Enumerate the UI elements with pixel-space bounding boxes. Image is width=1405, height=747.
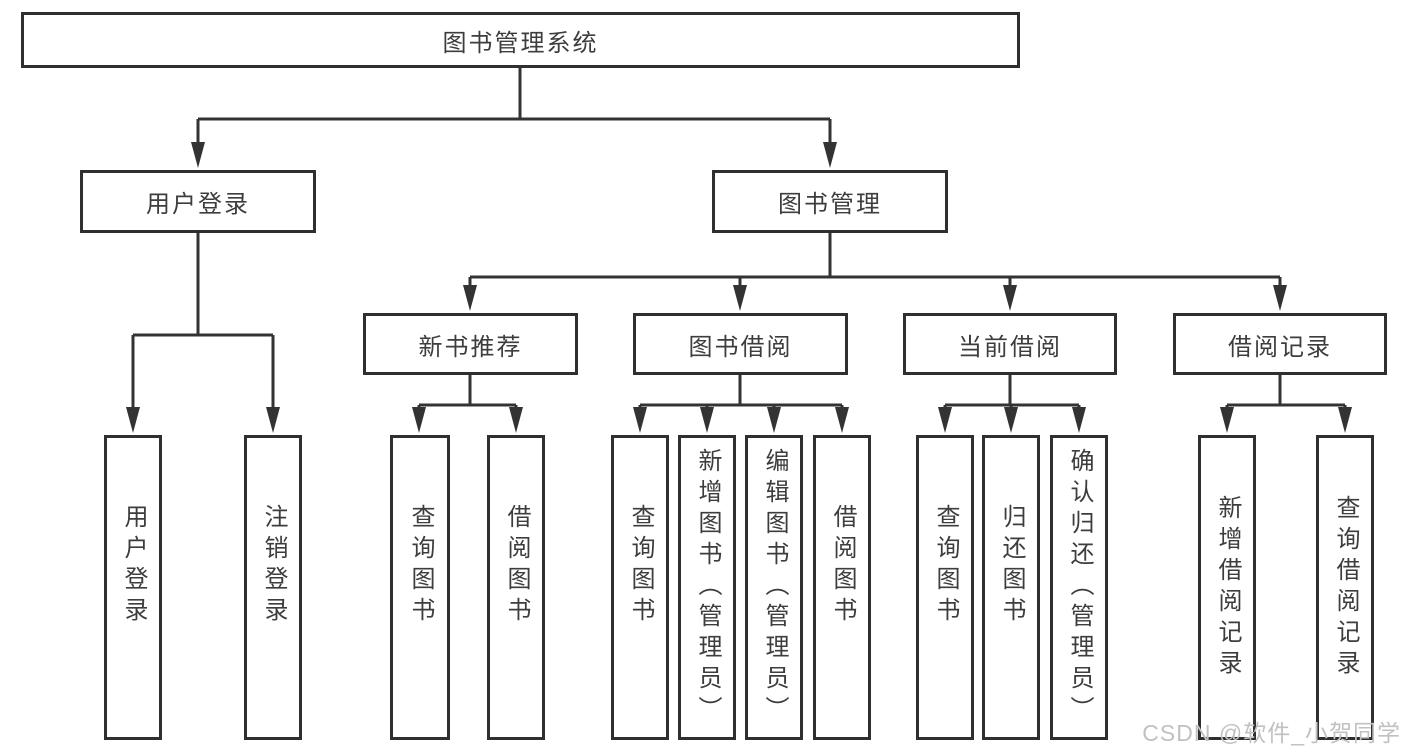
leaf-query-borrow-record: 查询借阅记录 — [1316, 435, 1374, 740]
node-label: 新书推荐 — [418, 333, 523, 361]
node-label: 确认归还（管理员） — [1066, 448, 1093, 727]
node-user-login: 用户登录 — [80, 170, 316, 233]
node-label: 注销登录 — [260, 503, 287, 628]
node-label: 新增借阅记录 — [1214, 494, 1241, 681]
node-label: 查询借阅记录 — [1332, 494, 1359, 681]
node-new-book-recommend: 新书推荐 — [363, 313, 578, 375]
leaf-add-books-admin: 新增图书（管理员） — [678, 435, 736, 740]
node-borrowing-records: 借阅记录 — [1173, 313, 1387, 375]
leaf-query-books-recommend: 查询图书 — [390, 435, 450, 740]
node-library-management-system: 图书管理系统 — [21, 12, 1020, 68]
leaf-confirm-return-admin: 确认归还（管理员） — [1050, 435, 1108, 740]
leaf-logout: 注销登录 — [244, 435, 302, 740]
node-label: 查询图书 — [407, 503, 434, 628]
node-label: 查询图书 — [627, 503, 654, 628]
leaf-query-books-current: 查询图书 — [916, 435, 974, 740]
node-label: 用户登录 — [146, 191, 250, 218]
node-label: 借阅图书 — [503, 503, 530, 628]
node-label: 新增图书（管理员） — [694, 448, 721, 727]
leaf-edit-books-admin: 编辑图书（管理员） — [745, 435, 803, 740]
connector-newbook-to-leaves — [417, 374, 518, 409]
leaf-user-login: 用户登录 — [104, 435, 162, 740]
connector-root-to-level2 — [196, 67, 832, 144]
node-label: 图书管理 — [778, 191, 882, 218]
connector-userlogin-to-leaves — [131, 232, 275, 409]
leaf-borrow-books: 借阅图书 — [813, 435, 871, 740]
node-label: 图书管理系统 — [442, 29, 599, 57]
node-label: 借阅记录 — [1228, 333, 1332, 361]
connector-bookmgmt-to-level3 — [468, 232, 1282, 287]
connector-bookborrow-to-leaves — [638, 374, 844, 409]
node-label: 当前借阅 — [958, 333, 1062, 361]
node-book-borrowing: 图书借阅 — [633, 313, 848, 375]
node-current-borrowing: 当前借阅 — [903, 313, 1117, 375]
connector-borrowrecord-to-leaves — [1225, 374, 1347, 409]
leaf-add-borrow-record: 新增借阅记录 — [1198, 435, 1256, 740]
leaf-query-books-borrow: 查询图书 — [611, 435, 669, 740]
arrowheads — [126, 142, 1352, 433]
leaf-return-books: 归还图书 — [982, 435, 1040, 740]
watermark: CSDN @软件_小贺同学 — [1142, 720, 1401, 746]
node-label: 查询图书 — [932, 503, 959, 628]
connector-currentborrow-to-leaves — [943, 374, 1081, 409]
node-label: 编辑图书（管理员） — [761, 448, 788, 727]
node-label: 图书借阅 — [688, 333, 793, 361]
node-book-management: 图书管理 — [712, 170, 948, 233]
node-label: 用户登录 — [120, 503, 147, 628]
node-label: 归还图书 — [998, 503, 1025, 628]
leaf-borrow-books-recommend: 借阅图书 — [487, 435, 545, 740]
node-label: 借阅图书 — [829, 503, 856, 628]
